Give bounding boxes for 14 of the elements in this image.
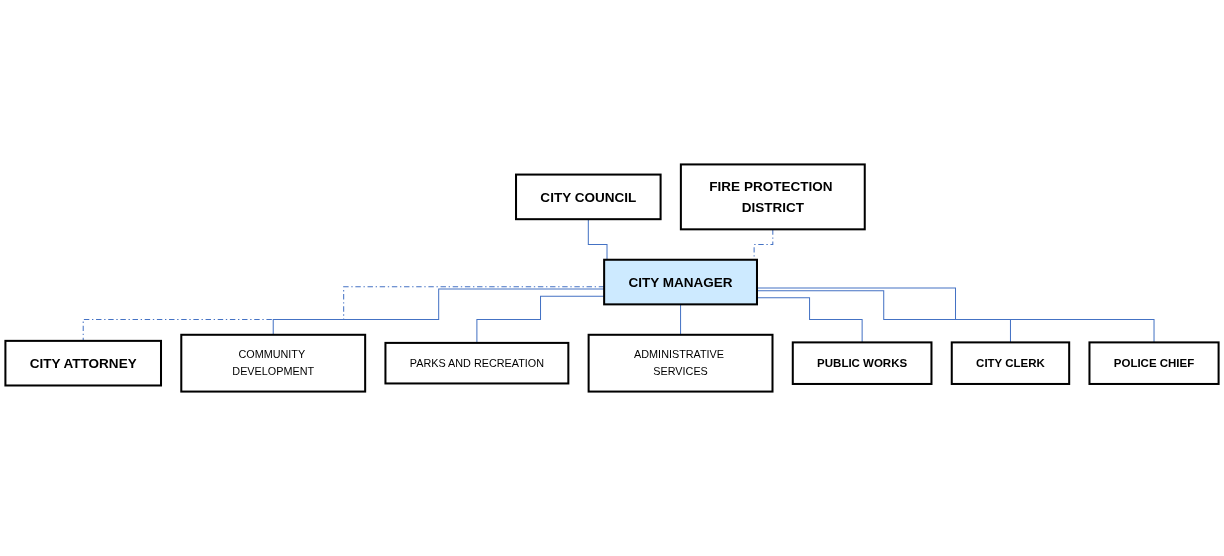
node-box: CITY MANAGER [603,258,758,306]
node-box: CITY CLERK [950,341,1071,385]
node-box: PARKS AND RECREATION [384,341,570,385]
node-box: ADMINISTRATIVE SERVICES [587,333,774,393]
connector [756,290,1011,343]
connector [756,297,863,343]
node-box: FIRE PROTECTION DISTRICT [679,163,866,231]
connector [756,287,1155,343]
node-box: PUBLIC WORKS [791,341,933,385]
connector [82,286,605,342]
node-box: CITY ATTORNEY [4,339,163,387]
node-box: COMMUNITY DEVELOPMENT [180,333,367,393]
node-box: CITY COUNCIL [515,173,662,221]
node-box: POLICE CHIEF [1088,341,1220,385]
